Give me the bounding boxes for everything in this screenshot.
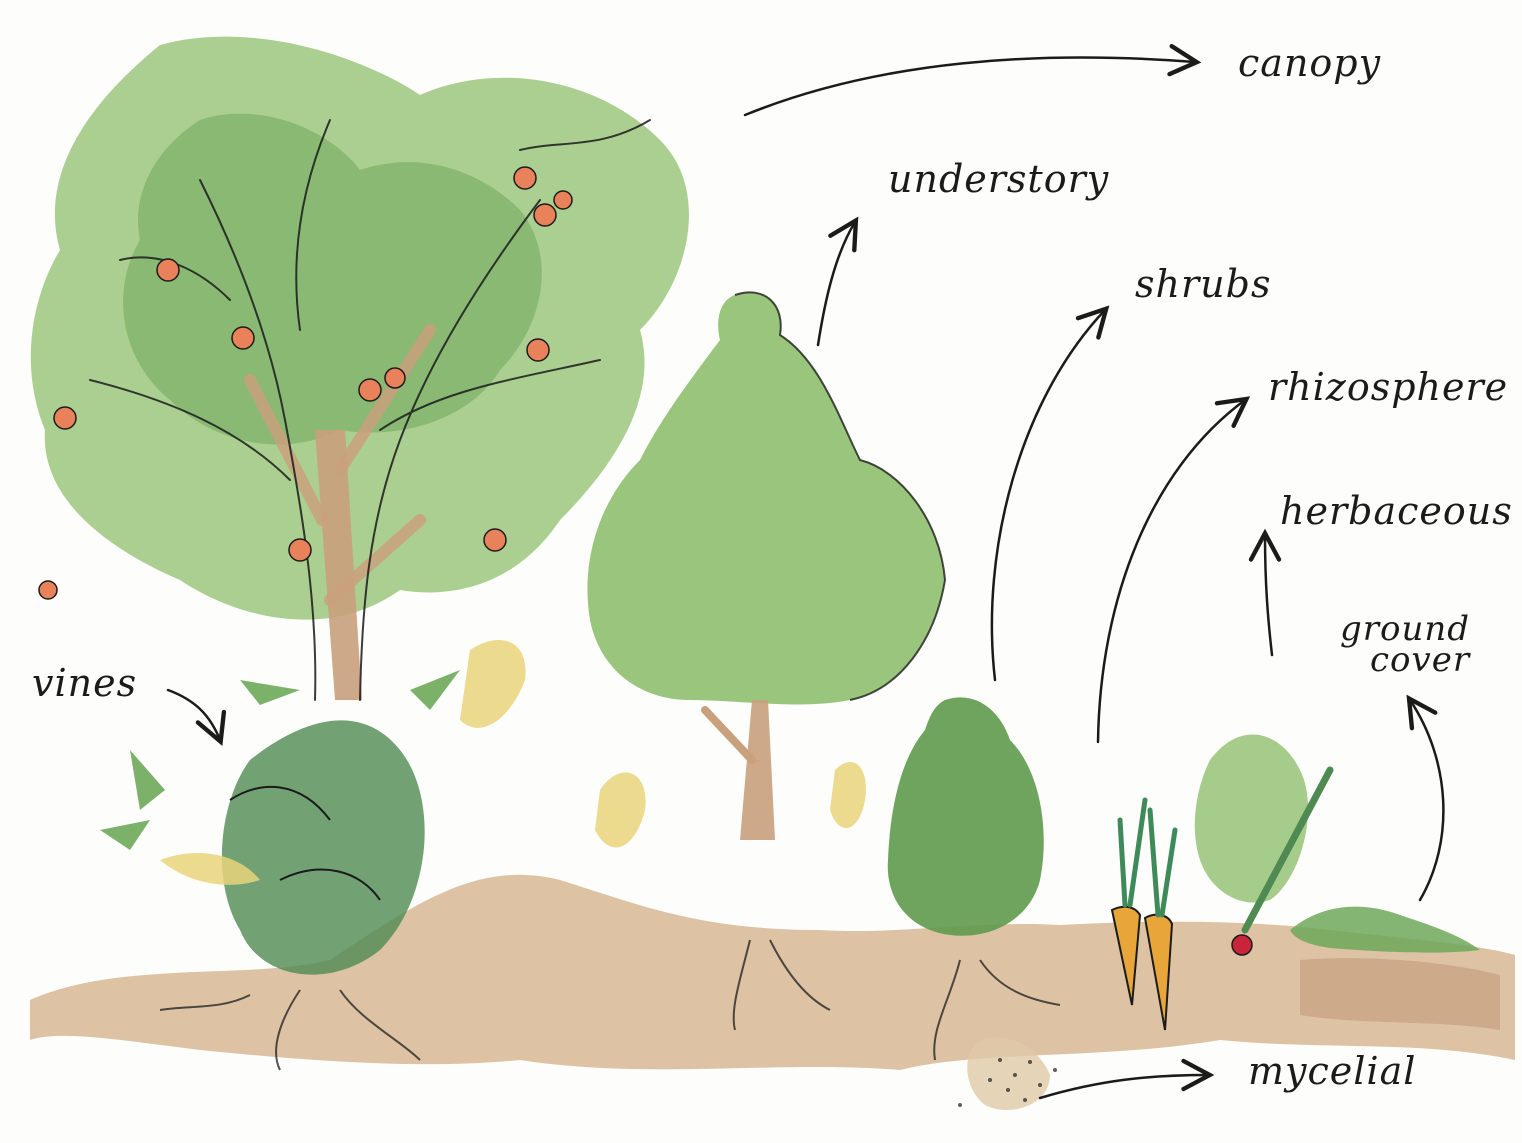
arrow-to-ground-cover — [1410, 700, 1443, 900]
radish-icon — [1232, 935, 1252, 955]
arrow-to-herbaceous — [1265, 535, 1272, 655]
arrow-to-canopy — [745, 57, 1195, 115]
label-shrubs: shrubs — [1135, 265, 1271, 303]
label-canopy: canopy — [1238, 44, 1381, 82]
ground-cover-plants — [1290, 907, 1480, 953]
label-vines: vines — [32, 664, 137, 702]
label-ground-cover: ground cover — [1340, 614, 1470, 675]
arrow-to-rhizosphere — [1098, 400, 1245, 742]
arrow-to-mycelial — [1040, 1075, 1208, 1098]
label-rhizosphere: rhizosphere — [1268, 368, 1508, 406]
label-ground-cover-line2: cover — [1340, 645, 1470, 676]
label-herbaceous: herbaceous — [1280, 492, 1513, 530]
label-understory: understory — [888, 160, 1109, 198]
arrow-to-shrubs — [992, 310, 1105, 680]
label-mycelial: mycelial — [1248, 1052, 1416, 1090]
arrow-to-understory — [818, 222, 855, 345]
arrow-from-vines — [168, 690, 220, 740]
shrub-bush — [888, 697, 1044, 935]
